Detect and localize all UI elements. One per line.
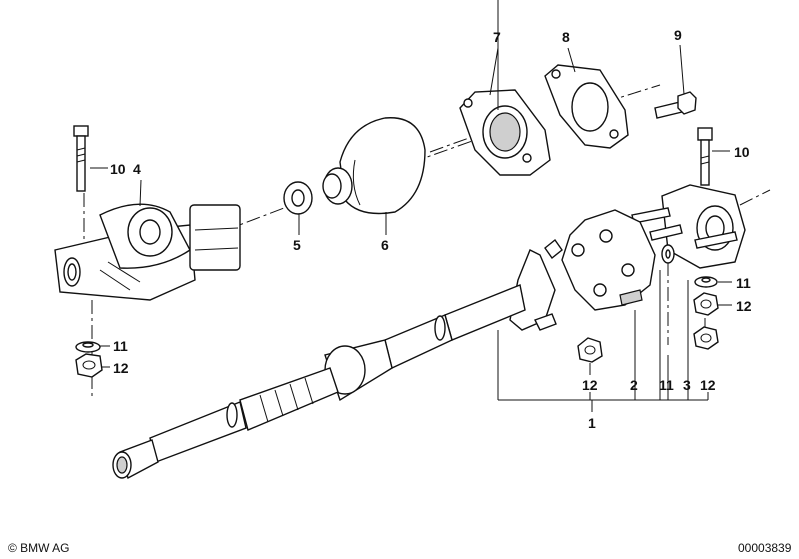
flex-coupling (561, 209, 656, 311)
callout-5: 5 (293, 237, 301, 253)
washer-coupling (661, 244, 675, 264)
callout-10-left: 10 (110, 161, 126, 177)
nut-right-lower (693, 326, 719, 350)
nut-left (75, 353, 103, 378)
callout-labels: 10 4 5 6 7 8 9 10 11 12 11 12 12 2 11 3 … (110, 27, 752, 431)
callout-12-left: 12 (113, 360, 129, 376)
callout-10-right: 10 (734, 144, 750, 160)
callout-1: 1 (588, 415, 596, 431)
bolt-right (697, 127, 713, 186)
callout-8: 8 (562, 29, 570, 45)
callout-11-right: 11 (736, 275, 751, 291)
callout-3: 3 (683, 377, 691, 393)
callout-11-left: 11 (113, 338, 128, 354)
copyright-text: © BMW AG (8, 541, 70, 555)
callout-4: 4 (133, 161, 141, 177)
diagram-number: 00003839 (738, 541, 792, 555)
bolt-right-top (654, 91, 697, 119)
washer-right (694, 276, 718, 288)
callout-12-right: 12 (736, 298, 752, 314)
washer-left (75, 341, 101, 353)
leader-lines (90, 0, 732, 412)
callout-11-bottom: 11 (659, 377, 674, 393)
universal-joint (54, 203, 241, 301)
callout-9: 9 (674, 27, 682, 43)
steering-shaft (112, 238, 563, 480)
gasket (544, 64, 629, 149)
rubber-boot (322, 117, 426, 215)
steering-box-flange (631, 184, 746, 269)
callout-6: 6 (381, 237, 389, 253)
callout-2: 2 (630, 377, 638, 393)
flange-plate (459, 89, 551, 176)
callout-12-middle: 12 (582, 377, 598, 393)
callout-7: 7 (493, 29, 501, 45)
nut-right (693, 292, 719, 316)
bushing (283, 181, 313, 215)
bolt-left (73, 125, 89, 192)
nut-middle (577, 337, 603, 363)
callout-12-bottom: 12 (700, 377, 716, 393)
